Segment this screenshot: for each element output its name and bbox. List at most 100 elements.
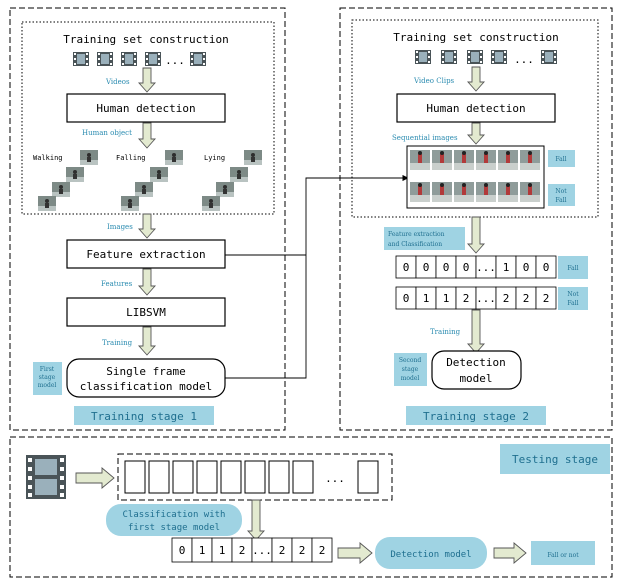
arrow-sequential-images <box>466 122 486 145</box>
stage2-video-filmstrips <box>415 50 557 64</box>
fe-classification-tag-bg <box>384 227 465 250</box>
output-bg <box>531 541 595 565</box>
detection-model-line2: model <box>459 372 492 385</box>
testing-stage-label-bg <box>500 444 610 474</box>
arrow-video-clips <box>466 66 486 92</box>
sequence-value: 1 <box>199 544 206 557</box>
arrow-training-1 <box>137 326 157 356</box>
testing-stage-panel: Testing stage ... Classification with fi… <box>9 436 613 578</box>
arrow-training-2 <box>466 309 486 354</box>
sequence-value: 0 <box>403 292 410 305</box>
sequence-value: 2 <box>319 544 326 557</box>
seq2-not-fall-line1: Not <box>567 291 579 298</box>
test-frames <box>124 460 379 494</box>
seq2-not-fall-line2: Fall <box>567 300 578 307</box>
first-stage-tag-line1: First <box>40 366 55 373</box>
arrow-human-object <box>137 122 157 149</box>
test-frame <box>124 460 146 494</box>
test-frame <box>196 460 218 494</box>
arrow-images <box>137 213 157 239</box>
test-detection-model-text: Detection model <box>390 550 471 560</box>
human-detection-box-2 <box>396 93 556 123</box>
second-stage-tag-line3: model <box>401 375 420 382</box>
not-fall-tag-line1: Not <box>555 188 567 195</box>
not-fall-tag-line2: Fall <box>555 197 566 204</box>
seq1-fall-tag: Fall <box>567 265 578 272</box>
fe-classification-line1: Feature extraction <box>388 231 445 238</box>
film-icon <box>121 52 137 66</box>
training-stage-1-panel: Training set construction ... Videos Hum… <box>9 7 286 431</box>
film-icon <box>97 52 113 66</box>
film-icon <box>467 50 483 64</box>
walking-label: Walking <box>33 154 63 162</box>
first-stage-tag <box>33 362 62 395</box>
sequence-value: 2 <box>299 544 306 557</box>
arrow-features <box>137 268 157 296</box>
film-icon <box>190 52 206 66</box>
test-detection-model-pill <box>375 537 487 569</box>
test-frame <box>220 460 242 494</box>
sequence-value: ... <box>476 292 496 305</box>
fall-tag: Fall <box>555 156 566 163</box>
falling-label: Falling <box>116 154 146 162</box>
film-icon <box>145 52 161 66</box>
sequence-value: 0 <box>443 261 450 274</box>
test-frame <box>268 460 290 494</box>
sequence-value: ... <box>476 261 496 274</box>
test-frames-ellipsis: ... <box>325 472 345 485</box>
test-video-film-icon <box>26 455 66 499</box>
not-fall-tag-bg <box>548 184 575 206</box>
second-stage-tag-line2: stage <box>402 366 419 373</box>
features-label: Features <box>101 280 133 288</box>
arrow-videos <box>137 67 157 93</box>
detection-model-line1: Detection <box>446 356 506 369</box>
video-clips-label: Video Clips <box>413 77 455 85</box>
model-text-line2: classification model <box>80 380 212 393</box>
second-stage-tag-line1: Second <box>399 357 421 364</box>
sequence-value: 1 <box>423 292 430 305</box>
arrow-seq-to-model <box>337 542 373 564</box>
film-icon <box>73 52 89 66</box>
stage2-ellipsis: ... <box>514 53 534 66</box>
training-stage-1-label: Training stage 1 <box>91 410 197 423</box>
arrow-video-to-frames <box>75 467 115 489</box>
lying-label: Lying <box>204 154 225 162</box>
first-stage-tag-line2: stage <box>39 374 56 381</box>
classification-line2: first stage model <box>128 523 220 533</box>
fall-tag-bg <box>548 150 575 167</box>
arrow-model-to-output <box>493 542 527 564</box>
training-label-1: Training <box>102 339 133 347</box>
seq2-not-fall-tag-bg <box>558 287 588 310</box>
videos-label: Videos <box>105 78 130 86</box>
model-text-line1: Single frame <box>106 365 185 378</box>
test-frames-container <box>117 453 393 501</box>
test-frame <box>357 460 379 494</box>
testing-stage-label: Testing stage <box>512 453 598 466</box>
stage2-title: Training set construction <box>393 31 559 44</box>
sequence-value: 1 <box>443 292 450 305</box>
arrow-frames-down <box>246 499 266 541</box>
arrow-feature-classification <box>466 216 486 254</box>
test-frame <box>292 460 314 494</box>
training-label-2: Training <box>430 328 461 336</box>
training-stage-2-label-bg <box>406 406 546 425</box>
sequence-value: 2 <box>503 292 510 305</box>
test-frame <box>148 460 170 494</box>
second-stage-tag <box>394 353 427 386</box>
images-label: Images <box>107 223 133 231</box>
feature-extraction-text: Feature extraction <box>86 248 205 261</box>
training-stage-2-panel: Training set construction ... Video Clip… <box>339 7 613 431</box>
sequence-value: 2 <box>463 292 470 305</box>
test-frame <box>244 460 266 494</box>
test-frame <box>172 460 194 494</box>
detection-model-box <box>431 350 522 390</box>
sequence-value: 2 <box>543 292 550 305</box>
training-stage-1-label-bg <box>74 406 214 425</box>
sequence-value: 2 <box>279 544 286 557</box>
human-detection-text-1: Human detection <box>96 102 195 115</box>
sequence-value: 0 <box>423 261 430 274</box>
seq1-fall-tag-bg <box>558 256 588 279</box>
